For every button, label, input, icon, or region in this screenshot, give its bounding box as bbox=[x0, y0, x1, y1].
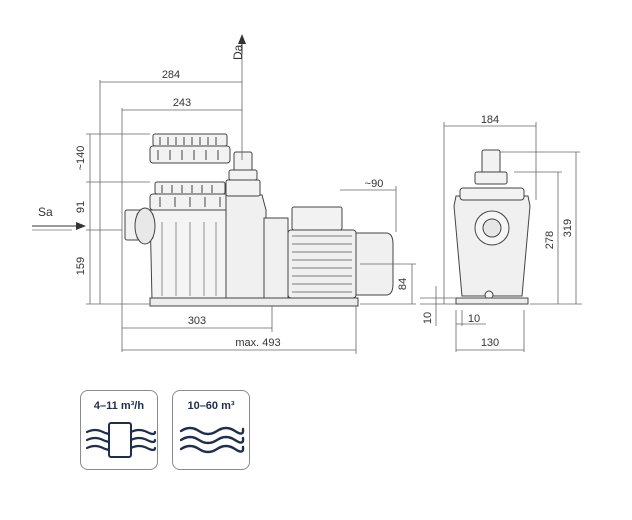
side-housing bbox=[453, 195, 531, 297]
flow-rate-badge: 4–11 m³/h bbox=[80, 390, 158, 470]
label-suction: Sa bbox=[38, 205, 53, 219]
dim-mount-length: 303 bbox=[188, 315, 206, 327]
dim-foot-b: 10 bbox=[468, 313, 480, 325]
dim-max-length: max. 493 bbox=[235, 337, 280, 349]
front-dimensions bbox=[32, 34, 416, 354]
side-dimensions bbox=[420, 122, 582, 352]
flow-rate-text: 4–11 m³/h bbox=[93, 400, 145, 412]
dim-foot-a: 10 bbox=[422, 312, 434, 324]
dim-foot-height: 84 bbox=[397, 278, 409, 290]
suction-nozzle bbox=[124, 207, 156, 245]
dim-overall-length: 284 bbox=[162, 69, 180, 81]
pump-volute bbox=[225, 194, 267, 301]
dim-motor-offset: ~90 bbox=[365, 178, 384, 190]
front-view bbox=[124, 133, 394, 307]
dim-suction-height: 91 bbox=[75, 201, 87, 213]
motor-body bbox=[287, 229, 357, 299]
pool-volume-text: 10–60 m³ bbox=[187, 400, 235, 412]
dim-height-319: 319 bbox=[562, 219, 574, 237]
dim-basket-height: ~140 bbox=[75, 146, 87, 171]
pool-volume-badge: 10–60 m³ bbox=[172, 390, 250, 470]
pump-base bbox=[149, 297, 359, 307]
water-waves-icon bbox=[179, 426, 245, 454]
basket-lid bbox=[149, 181, 231, 211]
discharge-nozzle bbox=[225, 151, 261, 197]
filter-flow-icon bbox=[85, 422, 157, 458]
label-discharge: Da bbox=[231, 44, 245, 60]
terminal-box bbox=[291, 206, 343, 231]
dim-foot-span: 130 bbox=[481, 337, 499, 349]
side-view bbox=[453, 149, 531, 305]
side-discharge-nozzle bbox=[481, 149, 501, 175]
basket-lid-upper bbox=[149, 133, 231, 164]
dim-base-height: 159 bbox=[75, 257, 87, 275]
dim-side-width: 184 bbox=[481, 114, 499, 126]
dim-prefilter-length: 243 bbox=[173, 97, 191, 109]
motor-flange bbox=[263, 217, 289, 301]
dim-height-278: 278 bbox=[544, 231, 556, 249]
